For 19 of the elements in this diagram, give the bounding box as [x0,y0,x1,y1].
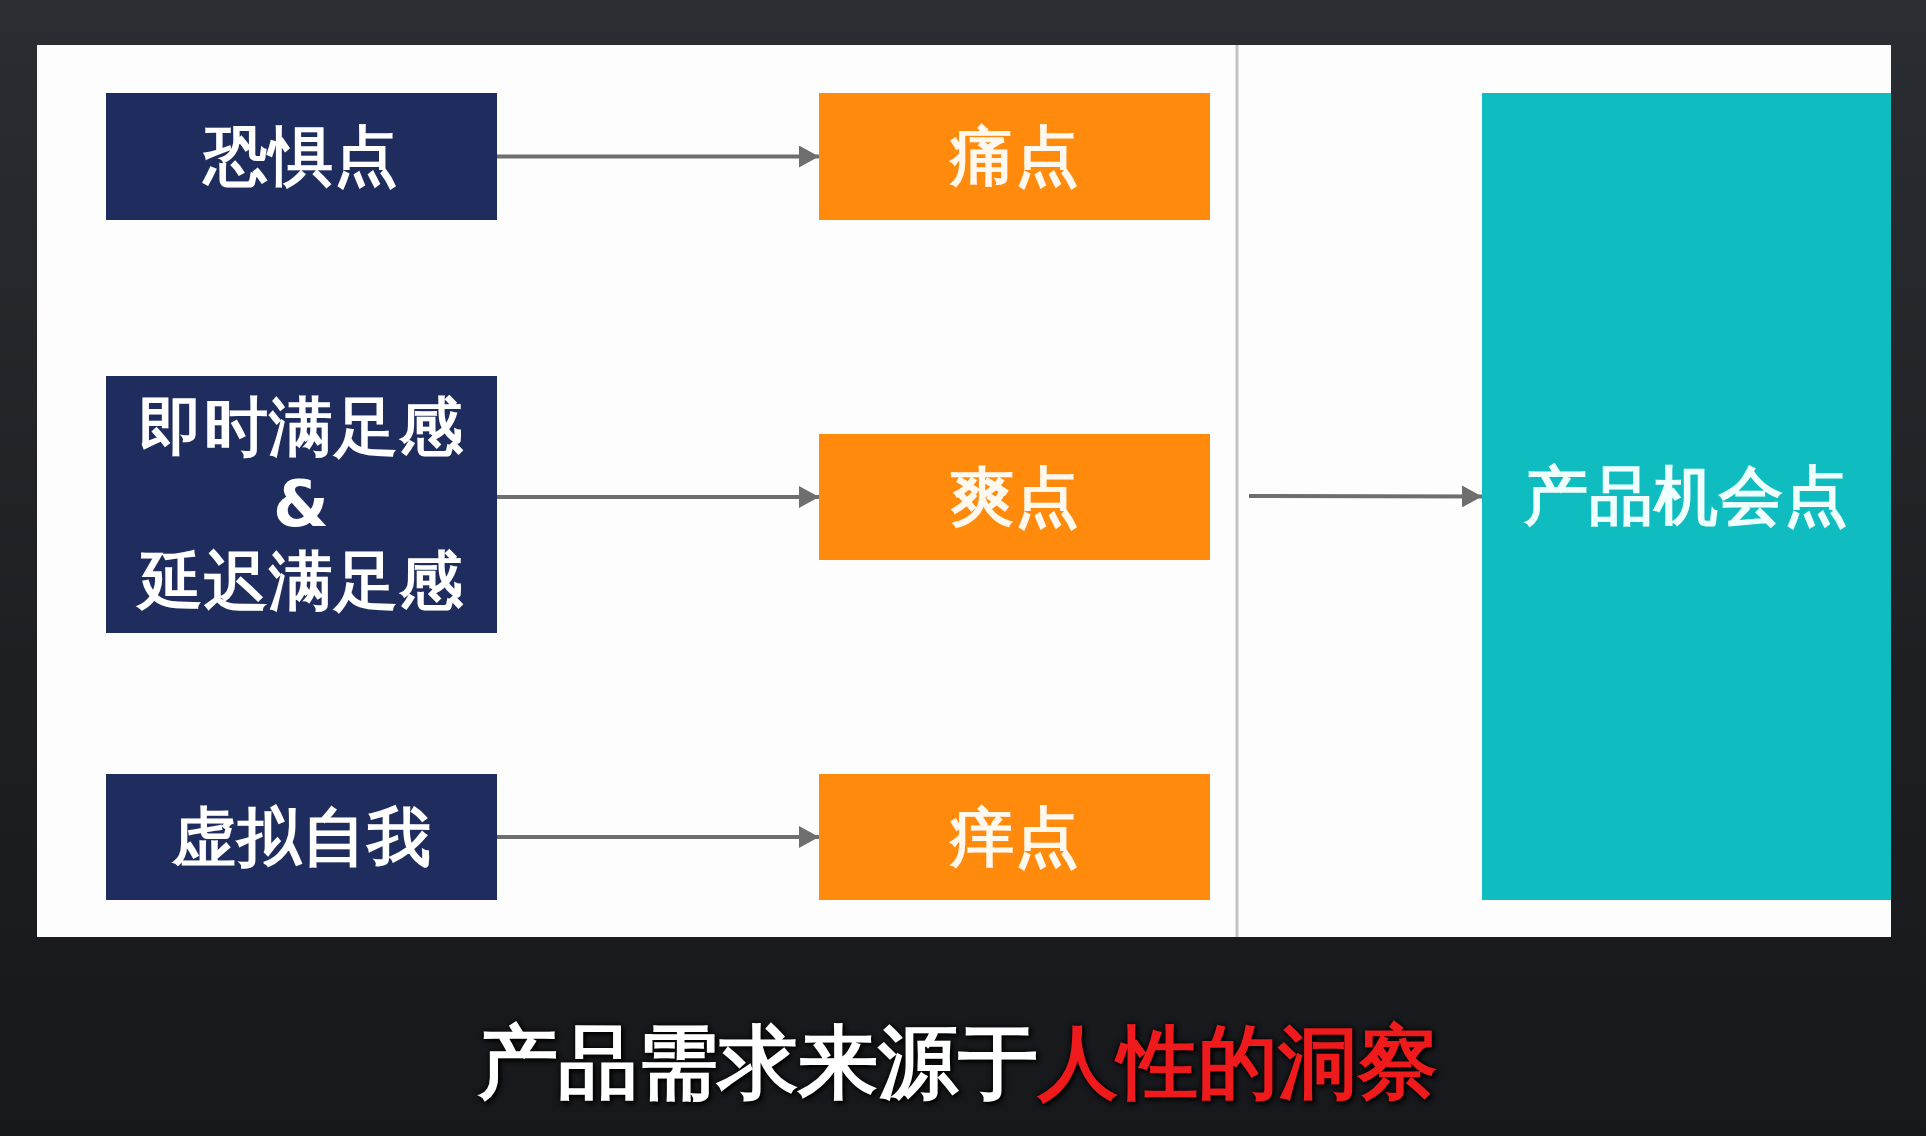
node-label: 恐惧点 [204,118,399,195]
caption: 产品需求来源于人性的洞察 [478,1015,1438,1111]
node-label: 即时满足感 & 延迟满足感 [129,389,474,620]
concept-box [106,93,497,220]
concept-box [1482,93,1891,900]
concept-box [819,93,1210,220]
node-label: 爽点 [949,458,1080,536]
concept-box [819,774,1210,900]
node-label: 虚拟自我 [171,798,432,876]
node-label: 痒点 [949,798,1080,876]
arrow [497,826,819,848]
node-label: 痛点 [949,118,1080,195]
arrow [497,145,819,168]
concept-box [106,774,497,900]
concept-box [106,376,497,633]
arrow [497,486,819,508]
node-label: 产品机会点 [1524,458,1849,535]
concept-box [819,434,1210,560]
arrow [1249,485,1482,508]
